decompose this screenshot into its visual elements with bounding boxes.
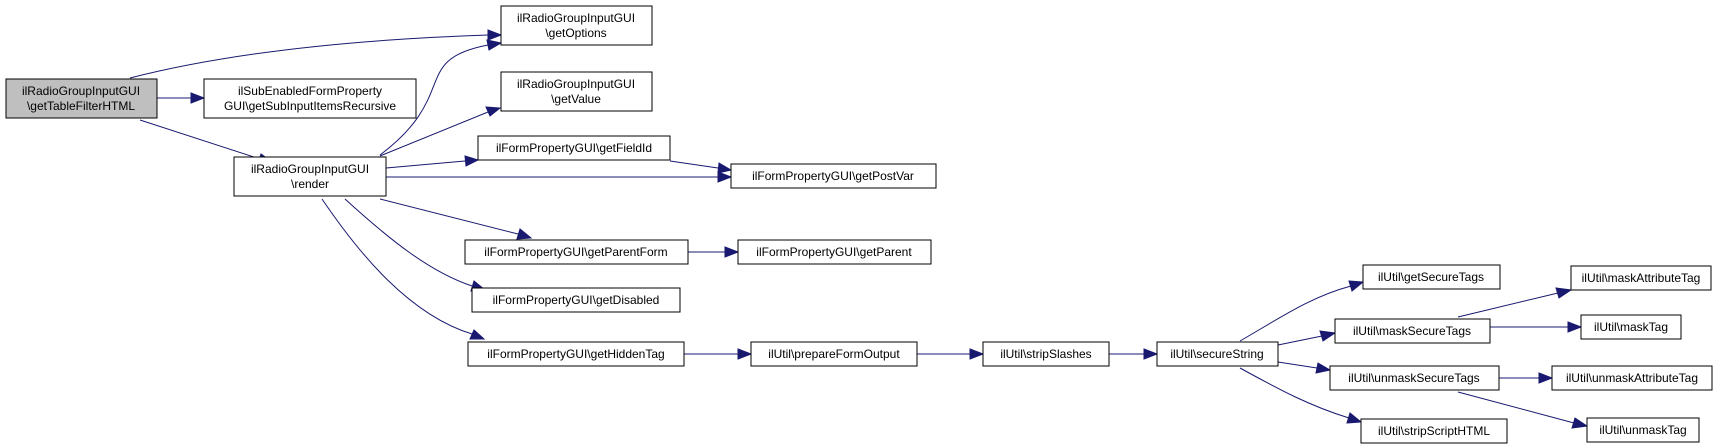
node-maskattributetag[interactable]: ilUtil\maskAttributeTag — [1570, 265, 1712, 291]
node-unmasktag[interactable]: ilUtil\unmaskTag — [1586, 417, 1700, 443]
node-unmasksecuretags-label: ilUtil\unmaskSecureTags — [1348, 371, 1479, 385]
node-getdisabled-label: ilFormPropertyGUI\getDisabled — [493, 293, 660, 307]
node-gettablefilterhtml[interactable]: ilRadioGroupInputGUI \getTableFilterHTML — [5, 78, 158, 119]
edge-render-to-getparentform — [379, 198, 533, 240]
node-getsecuretags-label: ilUtil\getSecureTags — [1378, 270, 1484, 284]
node-prepareformoutput[interactable]: ilUtil\prepareFormOutput — [750, 341, 918, 367]
node-render-line2: \render — [291, 177, 329, 191]
node-render[interactable]: ilRadioGroupInputGUI \render — [233, 156, 387, 197]
node-stripslashes[interactable]: ilUtil\stripSlashes — [982, 341, 1110, 367]
nodes: ilRadioGroupInputGUI \getTableFilterHTML… — [5, 5, 1713, 444]
node-getdisabled[interactable]: ilFormPropertyGUI\getDisabled — [471, 287, 681, 313]
node-gethiddentag-label: ilFormPropertyGUI\getHiddenTag — [487, 347, 664, 361]
node-getfieldid[interactable]: ilFormPropertyGUI\getFieldId — [477, 135, 671, 161]
node-getvalue[interactable]: ilRadioGroupInputGUI \getValue — [500, 71, 653, 112]
node-unmasksecuretags[interactable]: ilUtil\unmaskSecureTags — [1329, 365, 1500, 391]
node-getpostvar[interactable]: ilFormPropertyGUI\getPostVar — [730, 163, 937, 189]
node-stripscripthtml-label: ilUtil\stripScriptHTML — [1378, 424, 1490, 438]
node-prepareformoutput-label: ilUtil\prepareFormOutput — [768, 347, 900, 361]
node-getvalue-line1: ilRadioGroupInputGUI — [517, 77, 635, 91]
node-getvalue-line2: \getValue — [551, 92, 601, 106]
edge-prepareformoutput-to-stripslashes — [917, 348, 985, 360]
edge-render-to-getvalue — [379, 106, 502, 157]
node-securestring[interactable]: ilUtil\secureString — [1156, 341, 1279, 367]
node-stripscripthtml[interactable]: ilUtil\stripScriptHTML — [1360, 418, 1508, 444]
edge-gethiddentag-to-prepareformoutput — [684, 348, 753, 360]
node-getoptions[interactable]: ilRadioGroupInputGUI \getOptions — [500, 5, 653, 46]
edge-render-to-getdisabled — [344, 198, 487, 292]
node-masktag[interactable]: ilUtil\maskTag — [1580, 314, 1682, 340]
node-securestring-label: ilUtil\secureString — [1170, 347, 1263, 361]
edge-securestring-to-masksecuretags — [1277, 330, 1337, 346]
node-gettablefilterhtml-line2: \getTableFilterHTML — [27, 99, 135, 113]
edge-securestring-to-unmasksecuretags — [1277, 361, 1332, 374]
node-masksecuretags[interactable]: ilUtil\maskSecureTags — [1334, 318, 1491, 344]
node-render-line1: ilRadioGroupInputGUI — [251, 162, 369, 176]
edge-getfieldid-to-getpostvar — [669, 160, 733, 174]
node-getparentform[interactable]: ilFormPropertyGUI\getParentForm — [464, 239, 689, 265]
node-gethiddentag[interactable]: ilFormPropertyGUI\getHiddenTag — [467, 341, 685, 367]
edge-masksecuretags-to-maskattributetag — [1457, 287, 1573, 318]
edge-root-to-subinput — [157, 92, 206, 104]
edge-root-to-getoptions — [129, 29, 503, 79]
node-unmasktag-label: ilUtil\unmaskTag — [1599, 423, 1686, 437]
edge-render-to-getfieldid — [385, 155, 480, 169]
edge-render-to-gethiddentag — [321, 198, 486, 340]
node-getoptions-line2: \getOptions — [545, 26, 606, 40]
node-masktag-label: ilUtil\maskTag — [1594, 320, 1668, 334]
node-getparentform-label: ilFormPropertyGUI\getParentForm — [484, 245, 667, 259]
node-masksecuretags-label: ilUtil\maskSecureTags — [1353, 324, 1471, 338]
node-unmaskattributetag[interactable]: ilUtil\unmaskAttributeTag — [1551, 365, 1713, 391]
edge-render-to-getoptions — [379, 39, 503, 156]
edges — [129, 29, 1589, 429]
edge-securestring-to-getsecuretags — [1239, 280, 1365, 342]
edge-securestring-to-stripscripthtml — [1239, 367, 1363, 424]
node-unmaskattributetag-label: ilUtil\unmaskAttributeTag — [1566, 371, 1698, 385]
node-getsubinputitemsrecursive-line1: ilSubEnabledFormProperty — [238, 84, 382, 98]
node-stripslashes-label: ilUtil\stripSlashes — [1000, 347, 1091, 361]
edge-stripslashes-to-securestring — [1109, 348, 1159, 360]
node-maskattributetag-label: ilUtil\maskAttributeTag — [1582, 271, 1701, 285]
node-getsubinputitemsrecursive-line2: GUI\getSubInputItemsRecursive — [224, 99, 396, 113]
edge-render-to-getpostvar — [386, 171, 733, 183]
node-getoptions-line1: ilRadioGroupInputGUI — [517, 11, 635, 25]
node-getparent[interactable]: ilFormPropertyGUI\getParent — [737, 239, 932, 265]
node-getparent-label: ilFormPropertyGUI\getParent — [756, 245, 912, 259]
node-getsecuretags[interactable]: ilUtil\getSecureTags — [1362, 264, 1501, 290]
node-getsubinputitemsrecursive[interactable]: ilSubEnabledFormProperty GUI\getSubInput… — [203, 78, 417, 119]
node-gettablefilterhtml-line1: ilRadioGroupInputGUI — [22, 84, 140, 98]
edge-unmasksecuretags-to-unmaskattributetag — [1499, 372, 1554, 384]
edge-getparentform-to-getparent — [688, 246, 740, 258]
edge-unmasksecuretags-to-unmasktag — [1457, 391, 1589, 429]
node-getpostvar-label: ilFormPropertyGUI\getPostVar — [752, 169, 914, 183]
node-getfieldid-label: ilFormPropertyGUI\getFieldId — [496, 141, 652, 155]
edge-masksecuretags-to-masktag — [1490, 321, 1583, 333]
